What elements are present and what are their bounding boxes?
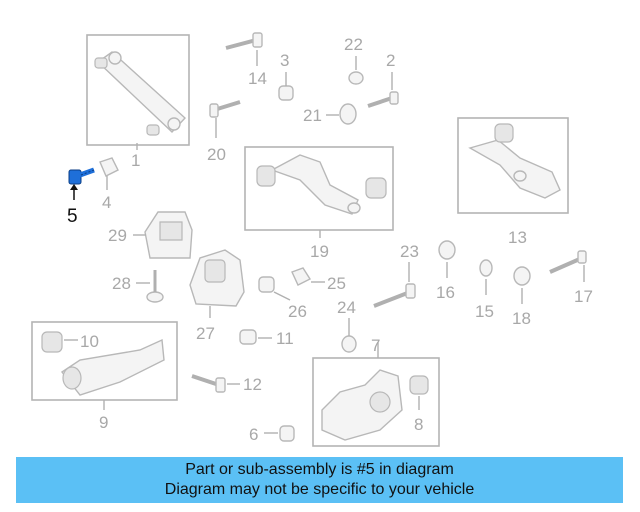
- washer-part-15[interactable]: [479, 259, 493, 277]
- assembly-box-1: [86, 34, 190, 146]
- exploded-parts-diagram: 1 14 3 22 2 21 20 4: [31, 32, 593, 447]
- part-label-17[interactable]: 17: [574, 287, 593, 306]
- nut-part-26[interactable]: [258, 276, 275, 293]
- part-label-23[interactable]: 23: [400, 242, 419, 261]
- engine-mount-part-27[interactable]: [189, 249, 245, 307]
- part-label-5[interactable]: 5: [67, 206, 78, 227]
- lower-arm-part-13[interactable]: [468, 123, 561, 199]
- part-label-16[interactable]: 16: [436, 283, 455, 302]
- control-arm-part-1[interactable]: [94, 51, 186, 136]
- bolt-part-12[interactable]: [191, 374, 226, 393]
- bushing-part-10[interactable]: [41, 331, 63, 353]
- trailing-arm-part-9[interactable]: [60, 338, 165, 396]
- banner-line-1: Part or sub-assembly is #5 in diagram: [185, 461, 454, 478]
- upper-arm-part-19[interactable]: [256, 154, 387, 215]
- part-label-6[interactable]: 6: [249, 425, 258, 444]
- nut-part-3[interactable]: [278, 85, 294, 101]
- diagram-info-banner: Part or sub-assembly is #5 in diagram Di…: [16, 457, 623, 503]
- bushing-part-8[interactable]: [409, 375, 429, 395]
- part-label-22[interactable]: 22: [344, 35, 363, 54]
- part-label-2[interactable]: 2: [386, 51, 395, 70]
- part-label-14[interactable]: 14: [248, 69, 267, 88]
- part-label-10[interactable]: 10: [80, 332, 99, 351]
- part-label-1[interactable]: 1: [131, 151, 140, 170]
- bracket-part-4[interactable]: [99, 157, 119, 177]
- part-label-7[interactable]: 7: [371, 336, 380, 355]
- long-bolt-part-23[interactable]: [373, 283, 416, 308]
- part-label-24[interactable]: 24: [337, 298, 356, 317]
- highlighted-bolt-part-5[interactable]: [68, 167, 95, 185]
- nut-part-18[interactable]: [513, 266, 531, 286]
- clip-part-25[interactable]: [291, 267, 312, 286]
- part-label-26[interactable]: 26: [288, 302, 307, 321]
- mount-bracket-part-29[interactable]: [144, 211, 193, 259]
- nut-part-6[interactable]: [279, 425, 295, 442]
- part-label-9[interactable]: 9: [99, 413, 108, 432]
- part-label-15[interactable]: 15: [475, 302, 494, 321]
- part-label-25[interactable]: 25: [327, 274, 346, 293]
- part-label-18[interactable]: 18: [512, 309, 531, 328]
- part-label-4[interactable]: 4: [102, 193, 111, 212]
- part-label-28[interactable]: 28: [112, 274, 131, 293]
- part-label-29[interactable]: 29: [108, 226, 127, 245]
- nut-part-11[interactable]: [239, 329, 257, 345]
- bolt-part-2[interactable]: [367, 91, 399, 108]
- part-label-8[interactable]: 8: [414, 415, 423, 434]
- assembly-box-13: [457, 117, 569, 214]
- washer-part-24[interactable]: [341, 335, 357, 353]
- part-label-20[interactable]: 20: [207, 145, 226, 164]
- part-label-11[interactable]: 11: [276, 329, 294, 348]
- bushing-part-22[interactable]: [348, 71, 364, 85]
- assembly-box-19: [244, 146, 394, 231]
- part-label-3[interactable]: 3: [280, 51, 289, 70]
- nut-part-16[interactable]: [438, 240, 456, 260]
- part-label-13[interactable]: 13: [508, 228, 527, 247]
- assembly-box-7: [312, 357, 440, 447]
- banner-line-2: Diagram may not be specific to your vehi…: [164, 481, 475, 498]
- part-label-19[interactable]: 19: [310, 242, 329, 261]
- part-label-27[interactable]: 27: [196, 324, 215, 343]
- bolt-part-20[interactable]: [209, 100, 241, 118]
- knuckle-part-7[interactable]: [321, 369, 403, 441]
- screw-part-28[interactable]: [146, 270, 164, 303]
- bolt-part-14[interactable]: [225, 32, 263, 50]
- part-label-12[interactable]: 12: [243, 375, 262, 394]
- washer-part-21[interactable]: [339, 103, 357, 125]
- part-label-21[interactable]: 21: [303, 106, 322, 125]
- bolt-part-17[interactable]: [549, 250, 587, 274]
